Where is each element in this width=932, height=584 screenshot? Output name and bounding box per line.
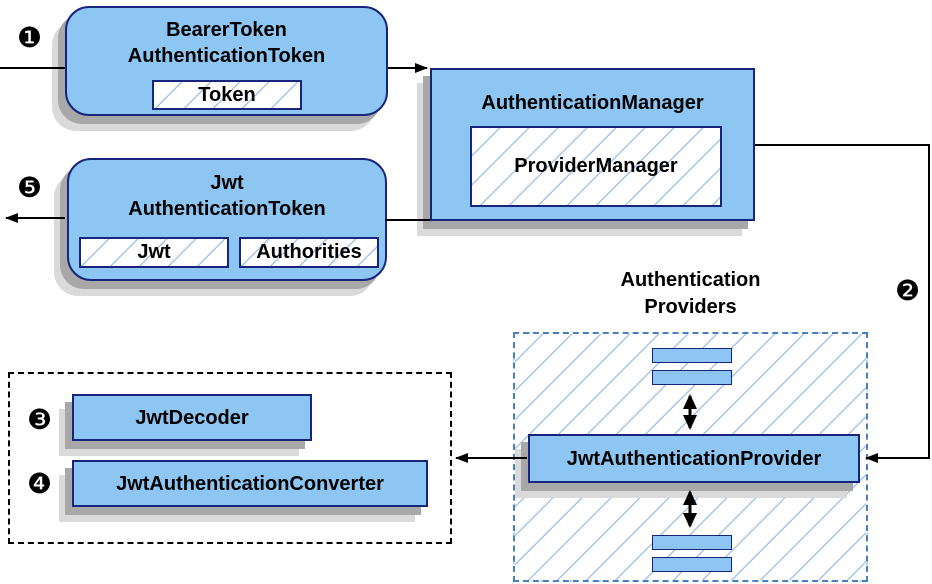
jwt-token-title-line2: AuthenticationToken [128,198,326,220]
bearer-token-title-line1: BearerToken [166,19,287,41]
jwt-authentication-provider-title: JwtAuthenticationProvider [566,447,822,470]
provider-manager-field: ProviderManager [470,126,722,207]
token-field: Token [152,80,302,110]
jwt-token-title-line1: Jwt [210,172,244,194]
step-5-badge: ❺ [17,171,43,204]
jwt-authentication-token-node: Jwt AuthenticationToken Jwt Authorities [67,158,387,281]
other-provider-bar-3 [652,535,732,550]
other-provider-bar-1 [652,348,732,363]
step-2-badge: ❷ [895,274,921,307]
step-3-badge: ❸ [27,403,53,436]
bearer-token-title-line2: AuthenticationToken [127,45,326,67]
authentication-providers-label-line1: Authentication [620,269,761,291]
other-provider-bar-2 [652,370,732,385]
authentication-providers-label: Authentication Providers [513,267,868,321]
jwt-decoder-title: JwtDecoder [135,406,249,429]
jwt-authentication-provider-node: JwtAuthenticationProvider [528,434,860,483]
authentication-providers-container: JwtAuthenticationProvider [513,332,868,582]
jwt-field: Jwt [79,237,229,268]
authentication-manager-node: AuthenticationManager ProviderManager [430,68,755,221]
authentication-providers-label-line2: Providers [644,296,737,318]
jwt-authentication-converter-node: JwtAuthenticationConverter [72,460,428,507]
jwt-authentication-converter-title: JwtAuthenticationConverter [116,472,384,495]
step-1-badge: ❶ [17,21,43,54]
step-4-badge: ❹ [27,467,53,500]
authentication-manager-title: AuthenticationManager [481,92,704,114]
bearer-token-authentication-token-node: BearerToken AuthenticationToken Token [65,6,388,116]
other-provider-bar-4 [652,557,732,572]
jwt-decoder-node: JwtDecoder [72,394,312,441]
authorities-field: Authorities [239,237,379,268]
jwt-support-group: JwtDecoder JwtAuthenticationConverter [8,372,452,544]
